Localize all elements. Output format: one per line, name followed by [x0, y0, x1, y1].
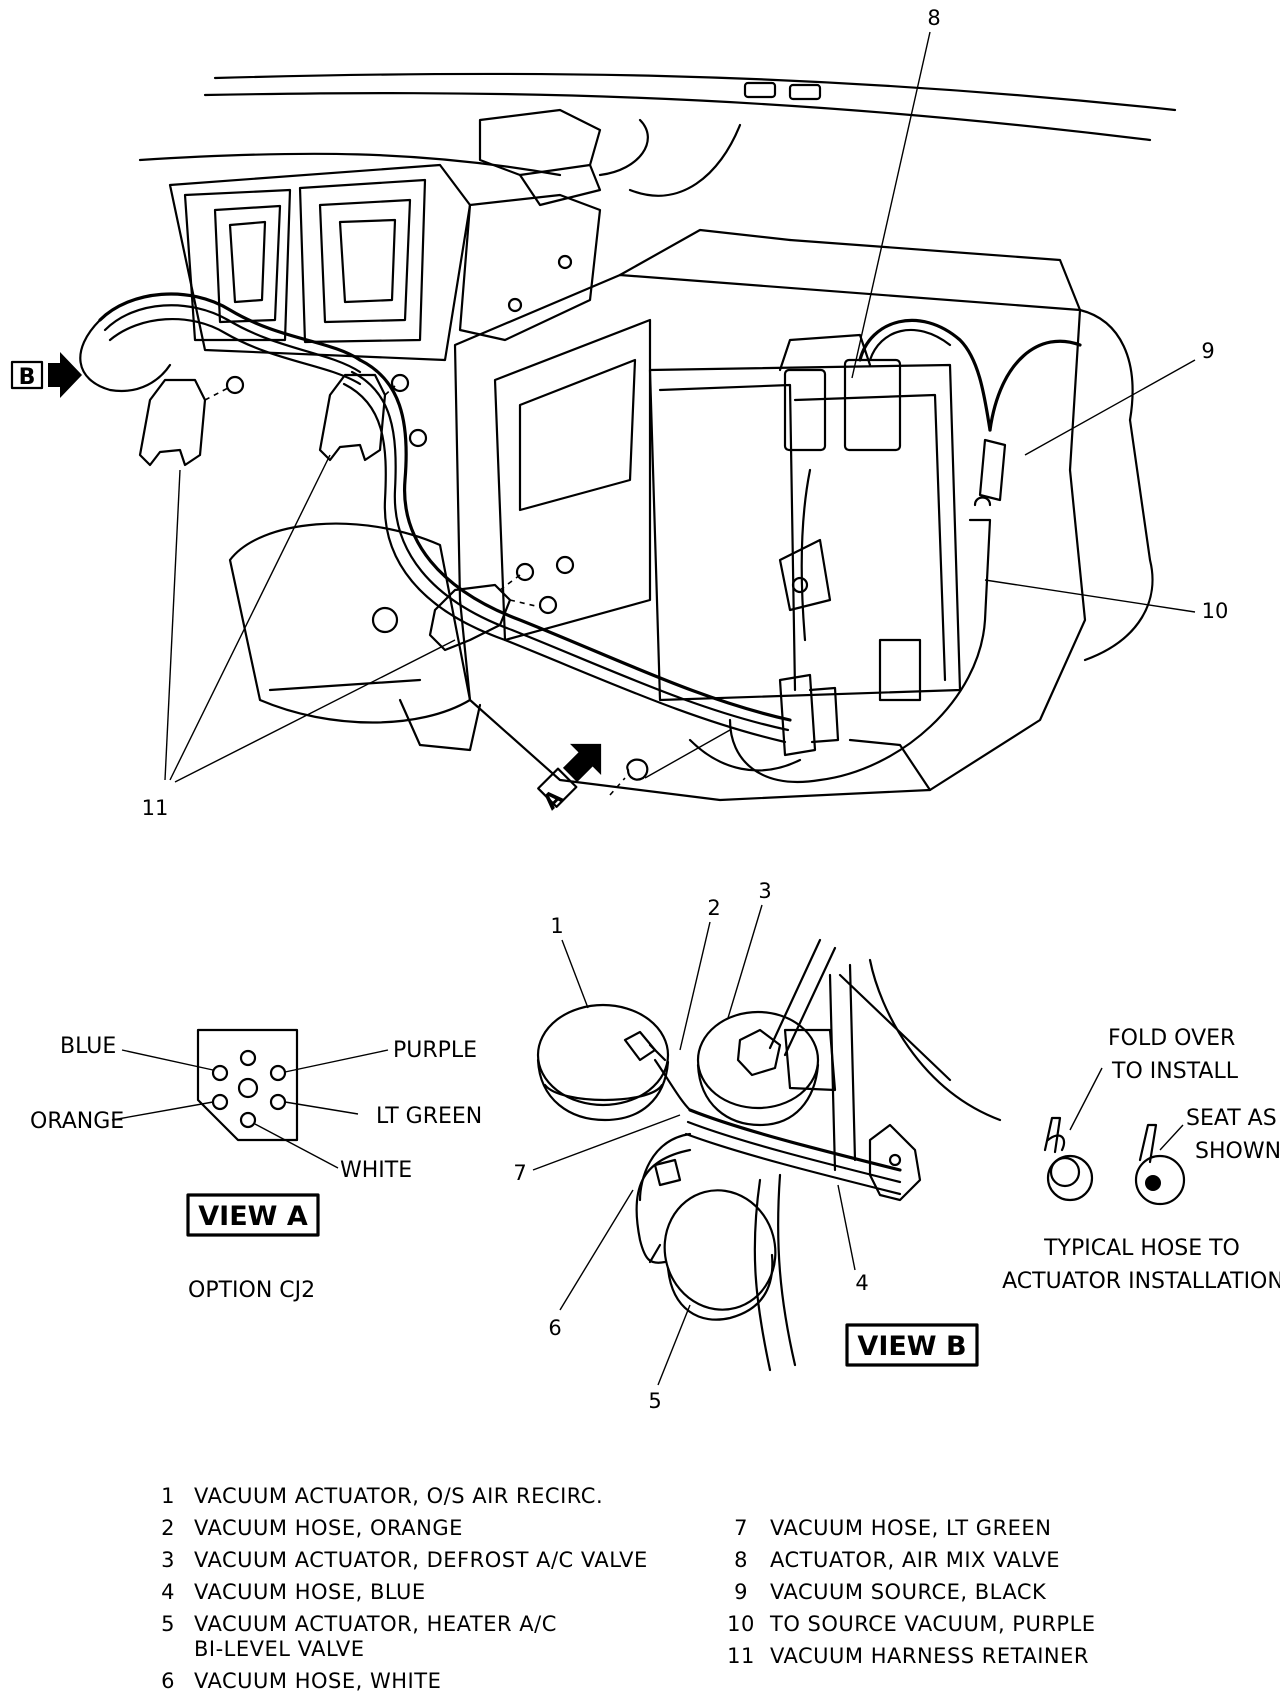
seat-as-line-2: SHOWN — [1195, 1139, 1280, 1164]
legend-item: 7 VACUUM HOSE, LT GREEN — [734, 1516, 1051, 1540]
legend-text: VACUUM HARNESS RETAINER — [770, 1644, 1089, 1668]
color-white: WHITE — [340, 1158, 412, 1183]
legend-item: 3 VACUUM ACTUATOR, DEFROST A/C VALVE — [161, 1548, 648, 1572]
view-a-option: OPTION CJ2 — [188, 1278, 315, 1303]
color-blue: BLUE — [60, 1034, 116, 1059]
legend-text: ACTUATOR, AIR MIX VALVE — [770, 1548, 1060, 1572]
view-a-connector: BLUE ORANGE PURPLE LT GREEN WHITE VIEW A… — [30, 1028, 482, 1303]
install-caption-line-2: ACTUATOR INSTALLATION — [1002, 1269, 1280, 1294]
callout-3: 3 — [758, 879, 771, 903]
install-caption-line-1: TYPICAL HOSE TO — [1043, 1236, 1240, 1261]
legend-text: TO SOURCE VACUUM, PURPLE — [769, 1612, 1096, 1636]
legend-number: 9 — [734, 1580, 748, 1604]
legend-item: 2 VACUUM HOSE, ORANGE — [161, 1516, 463, 1540]
legend-number: 11 — [727, 1644, 755, 1668]
hvac-module-assembly — [79, 72, 1177, 802]
legend-text: VACUUM SOURCE, BLACK — [770, 1580, 1047, 1604]
callout-5: 5 — [648, 1389, 661, 1413]
legend-item: 4 VACUUM HOSE, BLUE — [161, 1580, 426, 1604]
legend-number: 1 — [161, 1484, 175, 1508]
legend-item: 9 VACUUM SOURCE, BLACK — [734, 1580, 1047, 1604]
callout-4: 4 — [855, 1271, 868, 1295]
legend-number: 2 — [161, 1516, 175, 1540]
callout-10: 10 — [1202, 599, 1229, 623]
callout-9: 9 — [1201, 339, 1214, 363]
legend-text: VACUUM ACTUATOR, DEFROST A/C VALVE — [194, 1548, 648, 1572]
legend-item: 1 VACUUM ACTUATOR, O/S AIR RECIRC. — [161, 1484, 603, 1508]
legend-text: VACUUM HOSE, ORANGE — [194, 1516, 463, 1540]
legend-text: VACUUM HOSE, WHITE — [194, 1669, 441, 1693]
legend-item: 10 TO SOURCE VACUUM, PURPLE — [727, 1612, 1095, 1636]
legend-number: 3 — [161, 1548, 175, 1572]
callout-1: 1 — [550, 914, 563, 938]
legend-number: 5 — [161, 1612, 175, 1636]
view-b-detail: 1 2 3 4 5 6 7 VIEW B — [513, 879, 1002, 1413]
view-a-title: VIEW A — [198, 1201, 308, 1232]
fold-over-line-1: FOLD OVER — [1108, 1026, 1235, 1051]
legend-text-continued: BI-LEVEL VALVE — [194, 1637, 365, 1661]
callout-2: 2 — [707, 896, 720, 920]
seat-as-line-1: SEAT AS — [1186, 1106, 1277, 1131]
color-purple: PURPLE — [393, 1038, 477, 1063]
view-b-title: VIEW B — [857, 1331, 966, 1362]
legend-item: 8 ACTUATOR, AIR MIX VALVE — [734, 1548, 1060, 1572]
legend-text: VACUUM ACTUATOR, O/S AIR RECIRC. — [194, 1484, 603, 1508]
legend-number: 8 — [734, 1548, 748, 1572]
legend-number: 4 — [161, 1580, 175, 1604]
main-callouts: 8 9 10 11 — [142, 6, 1229, 820]
callout-6: 6 — [548, 1316, 561, 1340]
legend-item: 6 VACUUM HOSE, WHITE — [161, 1669, 441, 1693]
color-orange: ORANGE — [30, 1109, 124, 1134]
view-b-indicator-label: B — [19, 365, 36, 390]
view-b-indicator: B — [10, 352, 82, 398]
legend-item: 5 VACUUM ACTUATOR, HEATER A/C BI-LEVEL V… — [161, 1612, 557, 1661]
legend-text: VACUUM HOSE, BLUE — [194, 1580, 426, 1604]
hose-install-note: FOLD OVER TO INSTALL SEAT AS SHOWN TYPIC… — [1002, 1026, 1280, 1294]
legend-text: VACUUM HOSE, LT GREEN — [770, 1516, 1051, 1540]
view-a-indicator-label: A — [538, 785, 568, 815]
legend-number: 7 — [734, 1516, 748, 1540]
legend-number: 6 — [161, 1669, 175, 1693]
parts-legend: 1 VACUUM ACTUATOR, O/S AIR RECIRC. 2 VAC… — [161, 1484, 1095, 1693]
legend-text: VACUUM ACTUATOR, HEATER A/C — [194, 1612, 557, 1636]
fold-over-line-2: TO INSTALL — [1111, 1059, 1239, 1084]
legend-number: 10 — [727, 1612, 755, 1636]
callout-8: 8 — [927, 6, 940, 30]
callout-11: 11 — [142, 796, 169, 820]
callout-7: 7 — [513, 1161, 526, 1185]
legend-item: 11 VACUUM HARNESS RETAINER — [727, 1644, 1089, 1668]
color-lt-green: LT GREEN — [376, 1104, 482, 1129]
view-a-indicator: A — [537, 743, 602, 815]
